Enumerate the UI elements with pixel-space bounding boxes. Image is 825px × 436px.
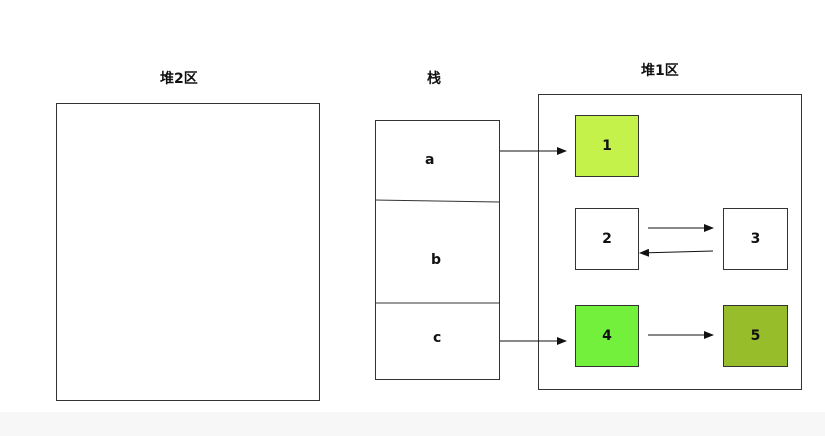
heap-object-4: 4 <box>575 305 639 367</box>
stack-divider-ab <box>374 199 500 203</box>
stack-slot-a: a <box>425 152 435 168</box>
stack-slot-c: c <box>433 330 442 346</box>
arrow-3-to-2 <box>639 248 714 257</box>
stack-title: 栈 <box>427 71 441 87</box>
heap-object-3: 3 <box>723 208 788 270</box>
heap2-title: 堆2区 <box>160 71 198 87</box>
stack-region <box>375 120 500 380</box>
bottom-band <box>0 412 825 436</box>
heap1-title: 堆1区 <box>641 63 679 79</box>
heap-object-5: 5 <box>723 305 788 367</box>
heap-object-1: 1 <box>575 115 639 177</box>
heap2-region <box>56 103 320 401</box>
heap-object-2: 2 <box>575 208 639 270</box>
stack-slot-b: b <box>431 252 442 268</box>
